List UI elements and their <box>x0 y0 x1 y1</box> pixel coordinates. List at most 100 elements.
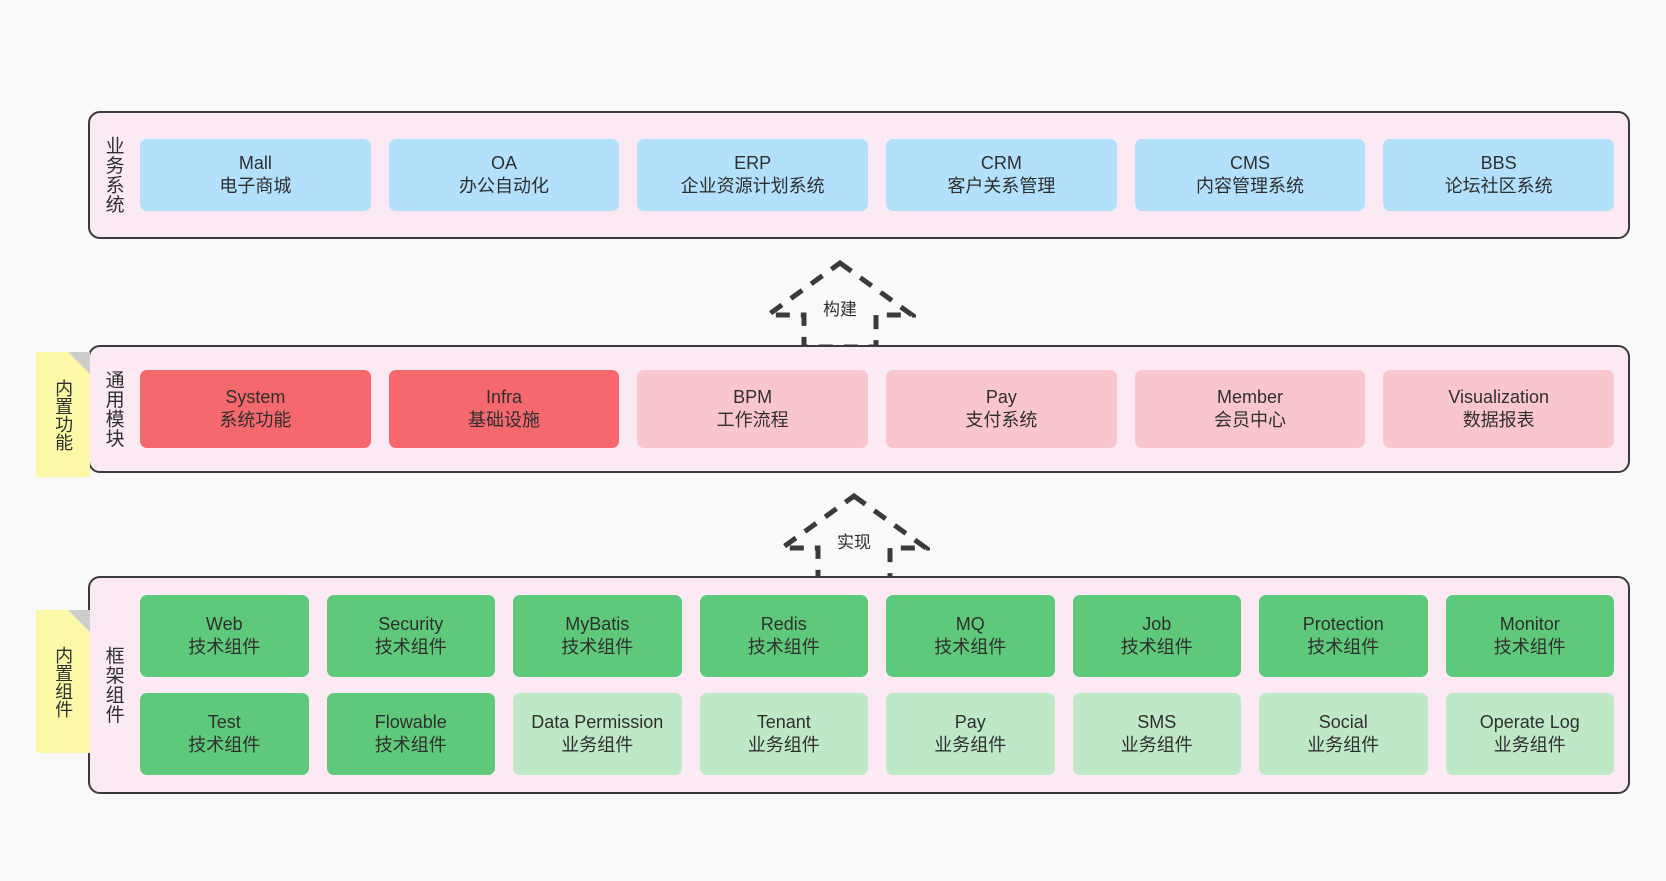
note-fold-icon <box>68 352 90 374</box>
card-test[interactable]: Test 技术组件 <box>140 693 309 775</box>
card-title: Pay <box>985 386 1017 407</box>
card-subtitle: 技术组件 <box>374 735 447 755</box>
card-subtitle: 技术组件 <box>561 637 634 657</box>
layer-common-module: 通用模块 System 系统功能 Infra 基础设施 BPM 工作流程 Pay… <box>88 345 1630 473</box>
layer-body-common-module: System 系统功能 Infra 基础设施 BPM 工作流程 Pay 支付系统… <box>136 347 1628 471</box>
card-subtitle: 系统功能 <box>219 410 292 430</box>
card-subtitle: 技术组件 <box>1307 637 1380 657</box>
card-title: MyBatis <box>565 613 630 634</box>
card-title: CRM <box>980 152 1022 173</box>
card-mybatis[interactable]: MyBatis 技术组件 <box>513 595 682 677</box>
card-subtitle: 业务组件 <box>747 735 820 755</box>
card-subtitle: 内容管理系统 <box>1196 176 1305 196</box>
card-subtitle: 技术组件 <box>188 735 261 755</box>
card-erp[interactable]: ERP 企业资源计划系统 <box>637 139 869 211</box>
card-title: Redis <box>760 613 807 634</box>
card-web[interactable]: Web 技术组件 <box>140 595 309 677</box>
card-title: ERP <box>734 152 772 173</box>
layer-framework-component: 框架组件 Web 技术组件 Security 技术组件 MyBatis 技术组件… <box>88 576 1630 794</box>
card-pay[interactable]: Pay 支付系统 <box>886 370 1117 448</box>
note-label: 内置功能 <box>53 378 74 451</box>
card-subtitle: 数据报表 <box>1462 410 1535 430</box>
card-cms[interactable]: CMS 内容管理系统 <box>1134 139 1366 211</box>
card-mq[interactable]: MQ 技术组件 <box>886 595 1055 677</box>
card-subtitle: 基础设施 <box>468 410 540 430</box>
card-title: Monitor <box>1499 613 1560 634</box>
card-mall[interactable]: Mall 电子商城 <box>140 139 371 211</box>
card-title: BPM <box>733 386 773 407</box>
card-title: Test <box>207 711 241 732</box>
card-subtitle: 办公自动化 <box>459 176 549 196</box>
card-job[interactable]: Job 技术组件 <box>1072 595 1241 677</box>
card-sms[interactable]: SMS 业务组件 <box>1072 693 1241 775</box>
card-member[interactable]: Member 会员中心 <box>1134 370 1366 448</box>
connector-implement-label: 实现 <box>837 533 871 552</box>
card-subtitle: 技术组件 <box>934 637 1007 657</box>
card-subtitle: 技术组件 <box>1120 637 1193 657</box>
card-data-permission[interactable]: Data Permission 业务组件 <box>513 693 682 775</box>
card-subtitle: 业务组件 <box>1307 735 1380 755</box>
card-title: Flowable <box>374 711 447 732</box>
card-subtitle: 技术组件 <box>374 637 447 657</box>
card-pay-business[interactable]: Pay 业务组件 <box>886 693 1055 775</box>
card-oa[interactable]: OA 办公自动化 <box>388 139 620 211</box>
layer-business-system: 业务系统 Mall 电子商城 OA 办公自动化 ERP 企业资源计划系统 CRM… <box>88 111 1630 239</box>
card-protection[interactable]: Protection 技术组件 <box>1259 595 1428 677</box>
card-subtitle: 会员中心 <box>1214 410 1287 430</box>
card-title: Tenant <box>756 711 811 732</box>
card-title: Security <box>378 613 444 634</box>
card-redis[interactable]: Redis 技术组件 <box>699 595 868 677</box>
card-row: Test 技术组件 Flowable 技术组件 Data Permission … <box>140 693 1614 775</box>
card-subtitle: 业务组件 <box>934 735 1007 755</box>
card-social[interactable]: Social 业务组件 <box>1259 693 1428 775</box>
card-operate-log[interactable]: Operate Log 业务组件 <box>1445 693 1614 775</box>
card-title: Job <box>1142 613 1172 634</box>
card-subtitle: 支付系统 <box>965 410 1038 430</box>
card-monitor[interactable]: Monitor 技术组件 <box>1445 595 1614 677</box>
layer-title-framework-component: 框架组件 <box>102 646 124 724</box>
card-title: System <box>225 386 286 407</box>
card-row: Mall 电子商城 OA 办公自动化 ERP 企业资源计划系统 CRM 客户关系… <box>140 139 1615 211</box>
note-fold-icon <box>68 610 90 632</box>
card-title: Protection <box>1302 613 1384 634</box>
card-title: Visualization <box>1448 386 1550 407</box>
card-subtitle: 电子商城 <box>219 176 292 196</box>
layer-title-business-system: 业务系统 <box>102 136 124 214</box>
card-crm[interactable]: CRM 客户关系管理 <box>886 139 1117 211</box>
card-title: Operate Log <box>1479 711 1580 732</box>
card-subtitle: 技术组件 <box>747 637 820 657</box>
card-infra[interactable]: Infra 基础设施 <box>388 370 620 448</box>
card-title: CMS <box>1230 152 1271 173</box>
card-title: Member <box>1217 386 1284 407</box>
note-label: 内置组件 <box>53 645 74 718</box>
card-bpm[interactable]: BPM 工作流程 <box>637 370 869 448</box>
card-system[interactable]: System 系统功能 <box>140 370 371 448</box>
card-title: Data Permission <box>531 711 664 732</box>
sticky-note-builtin-component: 内置组件 <box>36 610 90 753</box>
card-subtitle: 业务组件 <box>561 735 634 755</box>
connector-implement-arrow: 实现 <box>778 492 930 582</box>
card-bbs[interactable]: BBS 论坛社区系统 <box>1383 139 1615 211</box>
card-title: Pay <box>954 711 986 732</box>
card-row: System 系统功能 Infra 基础设施 BPM 工作流程 Pay 支付系统… <box>140 370 1615 448</box>
card-title: OA <box>491 152 518 173</box>
card-title: Mall <box>238 152 272 173</box>
card-subtitle: 企业资源计划系统 <box>680 176 825 196</box>
card-title: BBS <box>1480 152 1517 173</box>
card-title: SMS <box>1137 711 1177 732</box>
card-title: MQ <box>955 613 985 634</box>
connector-build-label: 构建 <box>823 300 857 319</box>
card-subtitle: 技术组件 <box>1493 637 1566 657</box>
layer-body-business-system: Mall 电子商城 OA 办公自动化 ERP 企业资源计划系统 CRM 客户关系… <box>136 113 1628 237</box>
card-security[interactable]: Security 技术组件 <box>326 595 495 677</box>
card-flowable[interactable]: Flowable 技术组件 <box>326 693 495 775</box>
card-tenant[interactable]: Tenant 业务组件 <box>699 693 868 775</box>
card-subtitle: 业务组件 <box>1120 735 1193 755</box>
card-title: Social <box>1318 711 1368 732</box>
connector-build-arrow: 构建 <box>764 259 916 349</box>
card-visualization[interactable]: Visualization 数据报表 <box>1383 370 1615 448</box>
card-subtitle: 论坛社区系统 <box>1444 176 1553 196</box>
sticky-note-builtin-function: 内置功能 <box>36 352 90 477</box>
layer-body-framework-component: Web 技术组件 Security 技术组件 MyBatis 技术组件 Redi… <box>136 578 1628 792</box>
